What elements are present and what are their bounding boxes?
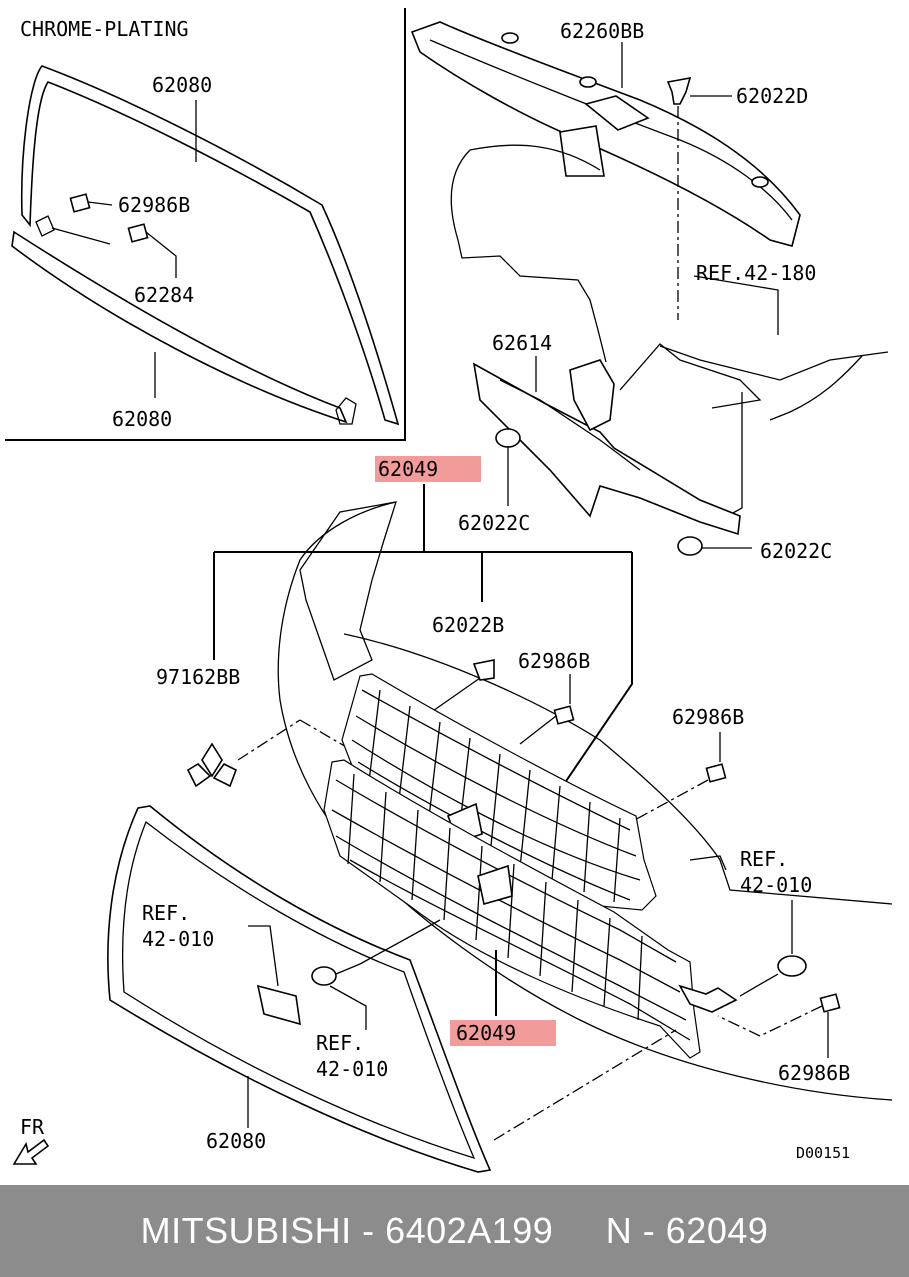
- label-62022D: 62022D: [736, 84, 808, 108]
- label-ref-42-010-bottom-1: REF.: [316, 1031, 364, 1055]
- clip-62022D: 62022D: [666, 76, 808, 320]
- body-outline-ref: REF.42-180: [450, 144, 889, 521]
- diagram-code: D00151: [796, 1144, 850, 1162]
- label-ref-42-180: REF.42-180: [696, 261, 816, 285]
- label-62022C-right: 62022C: [760, 539, 832, 563]
- label-ref-42-010-right-1: REF.: [740, 847, 788, 871]
- callout-62049-bottom: 62049: [450, 950, 677, 1141]
- label-62022B: 62022B: [432, 613, 504, 637]
- label-62022C-left: 62022C: [458, 511, 530, 535]
- clip-62284: [127, 223, 177, 278]
- bracket-62614: 62614: [472, 331, 741, 536]
- front-arrow-icon: FR: [12, 1115, 50, 1165]
- label-62986B-inset: 62986B: [118, 193, 190, 217]
- upper-panel-62260BB: 62260BB: [410, 19, 801, 247]
- clip-62986B-mid: 62986B: [518, 649, 590, 745]
- label-62080-top: 62080: [152, 73, 212, 97]
- label-62260BB: 62260BB: [560, 19, 644, 43]
- clip-62986B-right: 62986B: [619, 705, 744, 829]
- label-ref-42-010-left-1: REF.: [142, 901, 190, 925]
- label-62284: 62284: [134, 283, 194, 307]
- chrome-plating-inset: CHROME-PLATING 62080 62986B 62284 62080: [5, 8, 406, 441]
- ref-42-010-right: REF. 42-010: [739, 847, 812, 997]
- callout-62049-top: 62049: [213, 456, 633, 791]
- chrome-strip-upper: [20, 65, 400, 426]
- label-62049-bottom: 62049: [456, 1021, 516, 1045]
- footer-text: MITSUBISHI - 6402A199 N - 62049: [140, 1210, 769, 1251]
- label-62986B-bottom: 62986B: [778, 1061, 850, 1085]
- label-62080-bottom: 62080: [206, 1129, 266, 1153]
- label-ref-42-010-bottom-2: 42-010: [316, 1057, 388, 1081]
- label-62986B-mid: 62986B: [518, 649, 590, 673]
- label-ref-42-010-left-2: 42-010: [142, 927, 214, 951]
- grille-lower: [323, 759, 738, 1059]
- clip-62986B-inset: [69, 193, 113, 213]
- label-fr: FR: [20, 1115, 45, 1139]
- label-62080-inset-bottom: 62080: [112, 407, 172, 431]
- inset-title: CHROME-PLATING: [20, 17, 189, 41]
- chrome-surround-62080: 62080: [107, 805, 492, 1173]
- clip-62022C-right: 62022C: [677, 536, 832, 563]
- label-97162BB: 97162BB: [156, 665, 240, 689]
- parts-diagram: CHROME-PLATING 62080 62986B 62284 62080: [5, 8, 893, 1173]
- part-number-footer: MITSUBISHI - 6402A199 N - 62049: [0, 1185, 909, 1277]
- label-62614: 62614: [492, 331, 552, 355]
- label-62986B-right: 62986B: [672, 705, 744, 729]
- clip-62986B-bottom: 62986B: [717, 993, 850, 1085]
- ref-42-010-bottom: REF. 42-010: [311, 919, 441, 1081]
- clip-62022C-left: 62022C: [458, 428, 530, 535]
- ref-42-010-left: REF. 42-010: [142, 901, 301, 1026]
- chrome-strip-lower: [11, 230, 348, 424]
- label-62049-top: 62049: [378, 457, 438, 481]
- clip-62022B: 62022B: [419, 613, 504, 721]
- label-ref-42-010-right-2: 42-010: [740, 873, 812, 897]
